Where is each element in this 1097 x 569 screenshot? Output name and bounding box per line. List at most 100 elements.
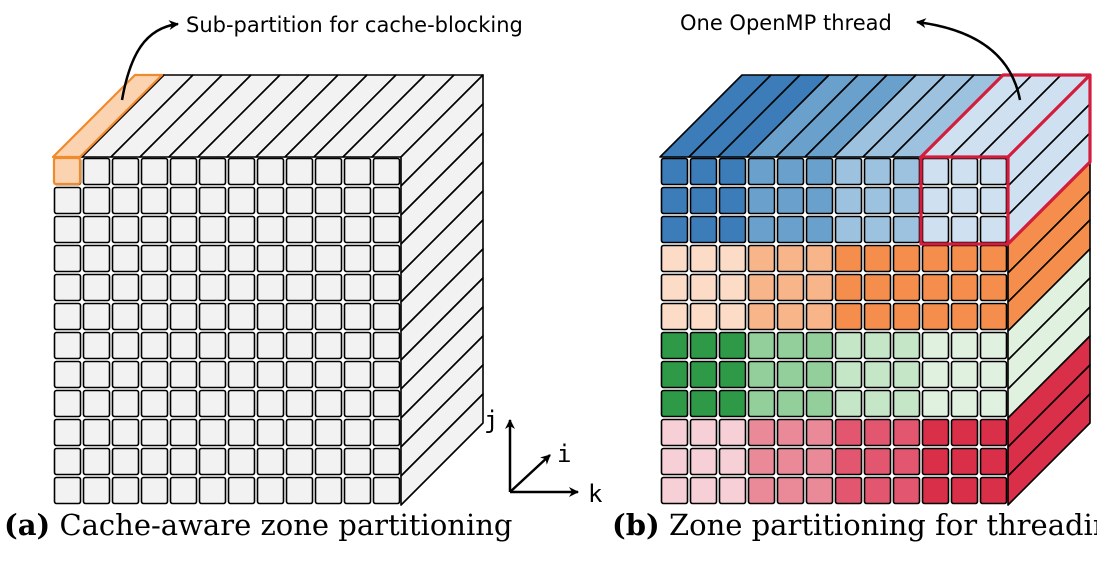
cube-b-cell [660, 447, 689, 476]
cube-a-cell [343, 418, 372, 447]
cube-a-cell [169, 360, 198, 389]
cube-a-cell [343, 447, 372, 476]
cube-b-cell [863, 360, 892, 389]
cube-b-cell [921, 331, 950, 360]
sub-partition-annotation: Sub-partition for cache-blocking [186, 13, 523, 37]
cube-b-cell [689, 157, 718, 186]
cube-b-cell [718, 447, 747, 476]
cube-a-cell [82, 302, 111, 331]
cube-a-cell [169, 244, 198, 273]
cube-b-cell [747, 418, 776, 447]
cache-aware-partition-cube [51, 73, 484, 506]
cube-b-cell [921, 418, 950, 447]
cube-b-cell [921, 273, 950, 302]
cube-b-cell [660, 157, 689, 186]
cube-a-cell [343, 389, 372, 418]
cube-a-cell [169, 157, 198, 186]
cube-b-cell [776, 186, 805, 215]
cube-b-cell [921, 186, 950, 215]
cube-a-cell [256, 215, 285, 244]
threading-partition-cube [659, 73, 1092, 506]
cube-b-cell [834, 389, 863, 418]
cube-b-cell [892, 476, 921, 505]
cube-b-cell [689, 244, 718, 273]
cube-a-cell [111, 447, 140, 476]
cube-b-cell [718, 418, 747, 447]
caption-a-label: (a) [4, 508, 51, 542]
cube-b-cell [979, 215, 1008, 244]
cube-b-cell [776, 360, 805, 389]
cube-a-cell [256, 418, 285, 447]
cube-a-cell [285, 273, 314, 302]
cube-a-cell [111, 389, 140, 418]
cube-a-cell [256, 389, 285, 418]
cube-b-cell [805, 389, 834, 418]
cube-a-cell [227, 476, 256, 505]
cube-b-cell [776, 157, 805, 186]
axes-indicator: j i k [484, 406, 603, 508]
cube-a-cell [82, 360, 111, 389]
caption-a-text: Cache-aware zone partitioning [59, 508, 513, 542]
cube-b-cell [950, 389, 979, 418]
cube-a-cell [111, 476, 140, 505]
cube-a-cell [53, 476, 82, 505]
cube-a-cell [343, 157, 372, 186]
cube-b-cell [689, 331, 718, 360]
cube-a-cell [140, 273, 169, 302]
cube-b-cell [921, 476, 950, 505]
cube-a-cell [198, 273, 227, 302]
cube-b-cell [979, 389, 1008, 418]
cube-a-cell [372, 476, 401, 505]
cube-b-cell [805, 273, 834, 302]
cube-a-cell [198, 157, 227, 186]
cube-b-cell [689, 302, 718, 331]
cube-b-cell [689, 389, 718, 418]
cube-a-cell [198, 244, 227, 273]
cube-b-cell [834, 273, 863, 302]
cube-a-cell [53, 360, 82, 389]
cube-a-cell [314, 244, 343, 273]
cube-b-cell [863, 389, 892, 418]
cube-a-cell [53, 273, 82, 302]
cube-a-cell [140, 476, 169, 505]
cube-b-cell [689, 447, 718, 476]
cube-b-cell [950, 302, 979, 331]
cube-a-cell [227, 157, 256, 186]
cube-b-cell [718, 389, 747, 418]
sub-partition-pointer-arrow [120, 20, 179, 101]
cube-b-cell [747, 273, 776, 302]
cube-a-cell [198, 331, 227, 360]
cube-b-cell [660, 186, 689, 215]
cube-a-cell [314, 186, 343, 215]
cube-a-cell [82, 273, 111, 302]
cube-b-cell [834, 215, 863, 244]
cube-b-cell [747, 360, 776, 389]
cube-a-cell [53, 331, 82, 360]
cube-a-cell [53, 302, 82, 331]
cube-b-cell [776, 418, 805, 447]
cube-a-cell [343, 360, 372, 389]
cube-a-cell [256, 244, 285, 273]
cube-a-cell [256, 157, 285, 186]
cube-b-cell [834, 418, 863, 447]
cube-a-cell [140, 360, 169, 389]
cube-b-cell [660, 360, 689, 389]
cube-b-cell [747, 215, 776, 244]
cube-b-cell [718, 186, 747, 215]
cube-a-cell [198, 215, 227, 244]
cube-a-cell [53, 389, 82, 418]
openmp-thread-annotation: One OpenMP thread [680, 11, 892, 35]
cube-a-cell [372, 273, 401, 302]
cube-b-cell [863, 273, 892, 302]
cube-b-cell [747, 302, 776, 331]
cube-b-cell [921, 360, 950, 389]
cube-a-cell [198, 389, 227, 418]
cube-a-cell [82, 476, 111, 505]
cube-b-cell [950, 418, 979, 447]
cube-b-side-bar [1007, 393, 1091, 506]
cube-b-cell [660, 215, 689, 244]
cube-b-cell [950, 215, 979, 244]
cube-b-cell [950, 244, 979, 273]
cube-a-cell [227, 447, 256, 476]
cube-a-cell [198, 476, 227, 505]
